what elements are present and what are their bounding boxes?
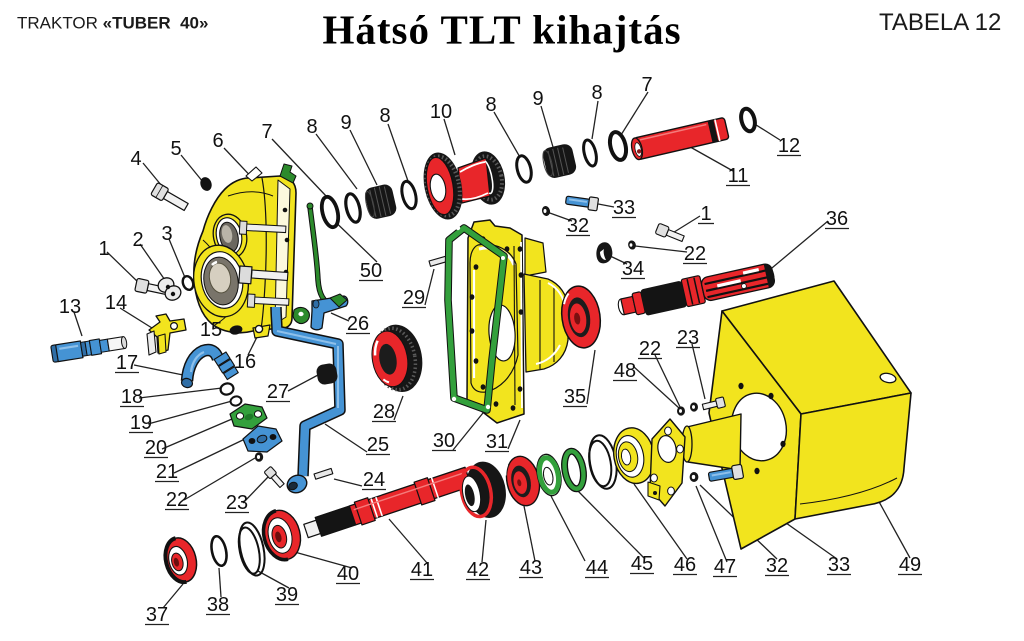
svg-text:8: 8: [306, 116, 317, 138]
svg-text:40: 40: [337, 563, 359, 585]
svg-text:49: 49: [899, 554, 921, 576]
svg-text:11: 11: [728, 165, 749, 187]
svg-text:9: 9: [340, 112, 351, 134]
svg-text:Hátsó TLT kihajtás: Hátsó TLT kihajtás: [322, 7, 681, 53]
svg-text:44: 44: [586, 557, 608, 579]
svg-text:33: 33: [828, 554, 850, 576]
svg-text:31: 31: [486, 431, 508, 453]
svg-text:25: 25: [367, 434, 389, 456]
svg-text:36: 36: [826, 208, 848, 230]
svg-text:22: 22: [639, 338, 661, 360]
svg-text:7: 7: [641, 74, 652, 96]
svg-text:24: 24: [363, 469, 385, 491]
svg-text:10: 10: [430, 101, 452, 123]
svg-text:18: 18: [121, 386, 143, 408]
svg-text:37: 37: [146, 604, 168, 626]
svg-text:32: 32: [766, 555, 788, 577]
svg-text:16: 16: [234, 351, 256, 373]
svg-text:39: 39: [276, 584, 298, 606]
svg-text:8: 8: [591, 82, 602, 104]
svg-text:21: 21: [156, 461, 178, 483]
svg-text:41: 41: [411, 559, 433, 581]
svg-text:14: 14: [105, 292, 127, 314]
svg-text:8: 8: [485, 94, 496, 116]
svg-text:4: 4: [130, 148, 141, 170]
svg-text:30: 30: [433, 430, 455, 452]
svg-text:27: 27: [267, 381, 289, 403]
svg-text:17: 17: [116, 352, 138, 374]
svg-text:29: 29: [403, 287, 425, 309]
svg-text:12: 12: [778, 135, 800, 157]
svg-text:20: 20: [145, 437, 167, 459]
svg-text:9: 9: [532, 88, 543, 110]
svg-text:1: 1: [700, 203, 711, 225]
svg-text:45: 45: [631, 553, 653, 575]
svg-text:2: 2: [132, 229, 143, 251]
svg-text:42: 42: [467, 559, 489, 581]
svg-text:7: 7: [261, 121, 272, 143]
svg-text:15: 15: [200, 319, 222, 341]
svg-text:22: 22: [166, 489, 188, 511]
svg-text:34: 34: [622, 258, 644, 280]
svg-text:38: 38: [207, 594, 229, 616]
svg-text:33: 33: [613, 197, 635, 219]
svg-text:35: 35: [564, 386, 586, 408]
svg-text:3: 3: [161, 223, 172, 245]
svg-text:47: 47: [714, 556, 736, 578]
svg-text:23: 23: [226, 492, 248, 514]
svg-text:28: 28: [373, 401, 395, 423]
svg-text:13: 13: [59, 296, 81, 318]
svg-text:32: 32: [567, 215, 589, 237]
svg-text:TABELA 12: TABELA 12: [879, 9, 1001, 36]
svg-text:23: 23: [677, 327, 699, 349]
svg-text:22: 22: [684, 243, 706, 265]
svg-text:TRAKTOR «TUBER 40»: TRAKTOR «TUBER 40»: [17, 14, 208, 33]
svg-text:8: 8: [379, 105, 390, 127]
svg-text:50: 50: [360, 260, 382, 282]
svg-text:26: 26: [347, 313, 369, 335]
svg-text:5: 5: [170, 138, 181, 160]
svg-text:46: 46: [674, 554, 696, 576]
svg-text:43: 43: [520, 557, 542, 579]
svg-text:6: 6: [212, 130, 223, 152]
svg-text:48: 48: [614, 360, 636, 382]
svg-text:1: 1: [98, 238, 109, 260]
svg-text:19: 19: [130, 412, 152, 434]
